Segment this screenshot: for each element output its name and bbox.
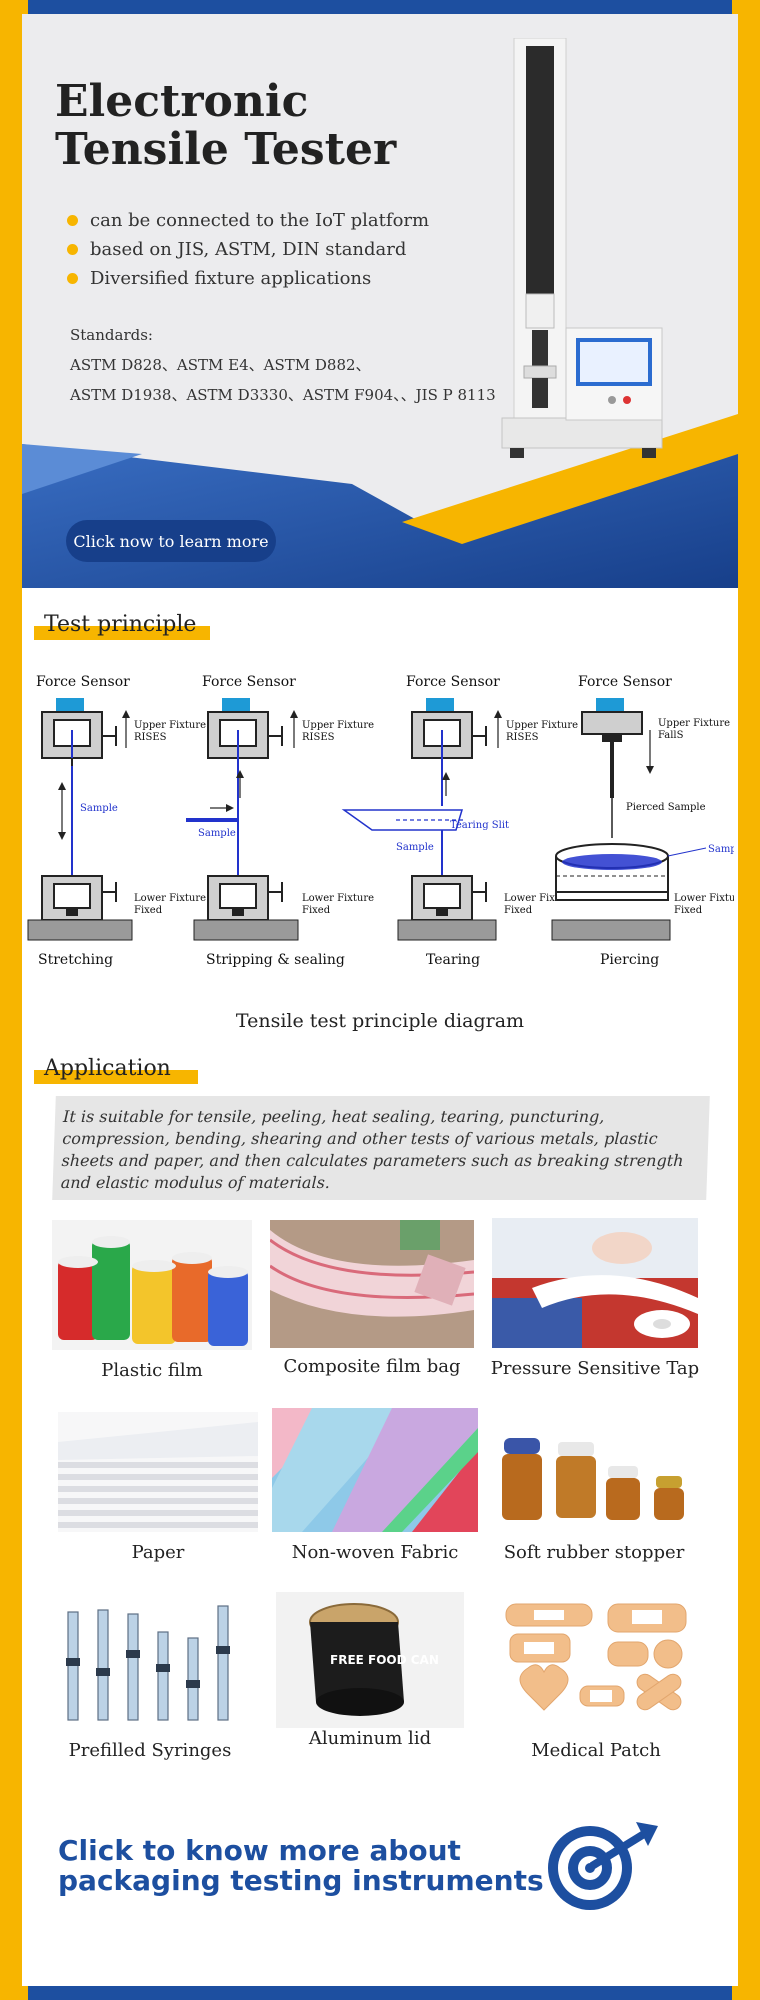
svg-text:Fixed: Fixed [674, 905, 703, 916]
aluminum-lid-image: FREE FOOD CAN [276, 1592, 464, 1728]
svg-text:Fixed: Fixed [302, 905, 331, 916]
svg-text:Lower Fixture: Lower Fixture [504, 893, 576, 904]
standards-line: ASTM D828、ASTM E4、ASTM D882、 [70, 356, 371, 374]
svg-text:Lower Fixture: Lower Fixture [302, 893, 374, 904]
target-icon[interactable] [540, 1818, 662, 1914]
svg-text:RISES: RISES [302, 732, 335, 743]
diagram-stretching: Force Sensor Sample Upper Fixture RISES [27, 674, 206, 968]
svg-text:Lower Fixture: Lower Fixture [674, 893, 734, 904]
svg-text:Sample: Sample [708, 844, 734, 855]
application-item-plastic-film: Plastic film [52, 1220, 252, 1381]
svg-text:Force Sensor: Force Sensor [36, 674, 130, 690]
svg-text:Sample: Sample [198, 828, 236, 839]
packaging-instruments-link[interactable]: Click to know more about packaging testi… [58, 1836, 578, 1896]
bullet-dot-icon [67, 244, 78, 255]
bullet-dot-icon [67, 273, 78, 284]
non-woven-fabric-image [272, 1408, 478, 1532]
section-title-test-principle: Test principle [34, 612, 214, 642]
title-highlight [34, 626, 210, 640]
title-highlight [34, 1070, 198, 1084]
paper-image [58, 1412, 258, 1532]
svg-text:Force Sensor: Force Sensor [202, 674, 296, 690]
cta-line: packaging testing instruments [58, 1864, 544, 1897]
application-label: Plastic film [101, 1360, 203, 1381]
soft-rubber-stopper-image [496, 1432, 692, 1534]
tensile-tester-machine-image [501, 38, 663, 458]
application-item-composite-film-bag: Composite film bag [270, 1220, 474, 1377]
hero-title: Electronic Tensile Tester [55, 76, 397, 175]
application-description: It is suitable for tensile, peeling, hea… [52, 1096, 710, 1200]
section-title-application: Application [34, 1056, 214, 1086]
application-item-soft-rubber-stopper: Soft rubber stopper [496, 1432, 692, 1563]
svg-text:Sample: Sample [80, 803, 118, 814]
content-card: Electronic Tensile Tester can be connect… [22, 14, 738, 1986]
application-label: Prefilled Syringes [68, 1740, 232, 1761]
diagram-caption: Tensile test principle diagram [235, 1010, 525, 1032]
bullet-dot-icon [67, 215, 78, 226]
composite-film-bag-image [270, 1220, 474, 1348]
hero-banner: Electronic Tensile Tester can be connect… [22, 14, 738, 588]
feature-item: based on JIS, ASTM, DIN standard [67, 235, 429, 264]
application-item-medical-patch: Medical Patch [498, 1598, 694, 1761]
application-label: Soft rubber stopper [503, 1542, 685, 1563]
application-item-aluminum-lid: FREE FOOD CAN Aluminum lid [276, 1592, 464, 1749]
svg-text:Fixed: Fixed [134, 905, 163, 916]
svg-text:Upper Fixture: Upper Fixture [134, 720, 206, 731]
application-label: Non-woven Fabric [291, 1542, 459, 1563]
svg-text:Upper Fixture: Upper Fixture [506, 720, 578, 731]
application-label: Aluminum lid [308, 1728, 432, 1749]
svg-text:Upper Fixture: Upper Fixture [658, 718, 730, 729]
application-item-paper: Paper [58, 1412, 258, 1563]
svg-text:Stretching: Stretching [38, 952, 113, 968]
cta-line: Click to know more about [58, 1834, 461, 1867]
svg-text:Force Sensor: Force Sensor [406, 674, 500, 690]
diagram-piercing: Force Sensor Upper Fixture FallS Pierced… [551, 674, 734, 968]
svg-text:FREE FOOD CAN: FREE FOOD CAN [330, 1653, 439, 1667]
application-label: Composite film bag [283, 1356, 461, 1377]
application-label: Pressure Sensitive Tap [490, 1358, 700, 1379]
diagram-stripping-sealing: Force Sensor Sample Upper Fixture RISES [186, 674, 374, 968]
svg-text:FallS: FallS [658, 730, 684, 741]
application-item-non-woven-fabric: Non-woven Fabric [272, 1408, 478, 1563]
svg-text:Fixed: Fixed [504, 905, 533, 916]
svg-text:Stripping & sealing: Stripping & sealing [206, 952, 345, 968]
svg-text:Upper Fixture: Upper Fixture [302, 720, 374, 731]
standards-line: ASTM D1938、ASTM D3330、ASTM F904、、JIS P 8… [70, 386, 496, 404]
svg-text:RISES: RISES [506, 732, 539, 743]
application-label: Paper [131, 1542, 185, 1563]
svg-text:Force Sensor: Force Sensor [578, 674, 672, 690]
pressure-sensitive-tape-image [492, 1218, 698, 1348]
feature-list: can be connected to the IoT platform bas… [67, 206, 429, 293]
svg-text:Pierced Sample: Pierced Sample [626, 802, 706, 813]
plastic-film-image [52, 1220, 252, 1350]
feature-item: Diversified fixture applications [67, 264, 429, 293]
top-band [0, 0, 760, 18]
feature-item: can be connected to the IoT platform [67, 206, 429, 235]
svg-text:RISES: RISES [134, 732, 167, 743]
medical-patch-image [498, 1598, 694, 1728]
svg-text:Tearing: Tearing [426, 952, 480, 968]
application-label: Medical Patch [531, 1740, 661, 1761]
test-principle-diagram: Force Sensor Sample Upper Fixture RISES [27, 674, 734, 968]
svg-text:Tearing Slit: Tearing Slit [450, 820, 509, 831]
standards-label: Standards: [70, 326, 153, 344]
application-item-prefilled-syringes: Prefilled Syringes [52, 1598, 248, 1761]
application-item-pressure-sensitive-tape: Pressure Sensitive Tap [491, 1218, 699, 1379]
svg-text:Sample: Sample [396, 842, 434, 853]
standards-block: Standards: ASTM D828、ASTM E4、ASTM D882、 … [70, 320, 530, 410]
prefilled-syringes-image [52, 1598, 248, 1728]
diagram-tearing: Force Sensor Tearing Slit Sample Upper F… [341, 674, 578, 968]
svg-text:Piercing: Piercing [600, 952, 659, 968]
learn-more-button[interactable]: Click now to learn more [66, 520, 276, 562]
svg-text:Lower Fixture: Lower Fixture [134, 893, 206, 904]
